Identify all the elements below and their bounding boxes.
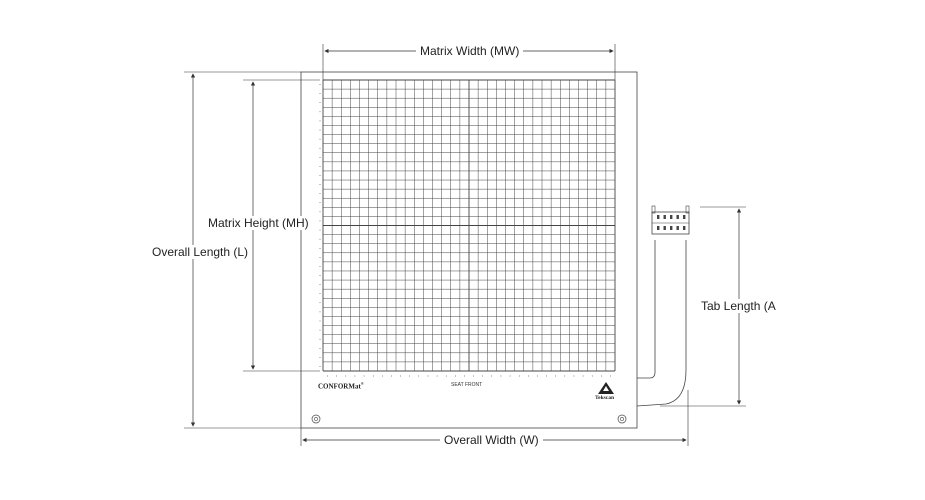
matrix-width-label: Matrix Width (MW) — [416, 44, 524, 58]
overall-length-label: Overall Length (L) — [150, 245, 251, 259]
connector-pin — [670, 226, 673, 230]
sensing-matrix — [322, 79, 616, 372]
connector-pin — [657, 226, 660, 230]
overall-width-label: Overall Width (W) — [440, 433, 543, 447]
tab-length-label: Tab Length (A — [699, 299, 778, 313]
column-tick-labels — [327, 375, 611, 377]
brand-name: CONFORMat — [318, 382, 361, 391]
tekscan-logo-icon — [598, 382, 614, 394]
connector-icon — [651, 205, 690, 235]
sensor-tab — [636, 240, 687, 407]
mount-hole-left-icon — [311, 414, 321, 424]
seat-front-label: SEAT FRONT — [451, 382, 483, 388]
connector-pin — [683, 215, 686, 219]
connector-pin — [657, 215, 660, 219]
conformat-brand-label: CONFORMat® — [318, 381, 364, 390]
brand-mark: ® — [360, 381, 364, 386]
tekscan-logo-label: Tekscan — [595, 395, 615, 401]
mount-hole-right-icon — [617, 414, 627, 424]
connector-pin — [663, 226, 666, 230]
connector-pin — [670, 215, 673, 219]
sensor-outline — [300, 71, 638, 429]
connector-pin — [676, 226, 679, 230]
connector-pin — [663, 215, 666, 219]
connector-pin — [683, 226, 686, 230]
matrix-height-label: Matrix Height (MH) — [206, 216, 311, 230]
connector-pin — [676, 215, 679, 219]
row-tick-labels — [319, 84, 321, 367]
